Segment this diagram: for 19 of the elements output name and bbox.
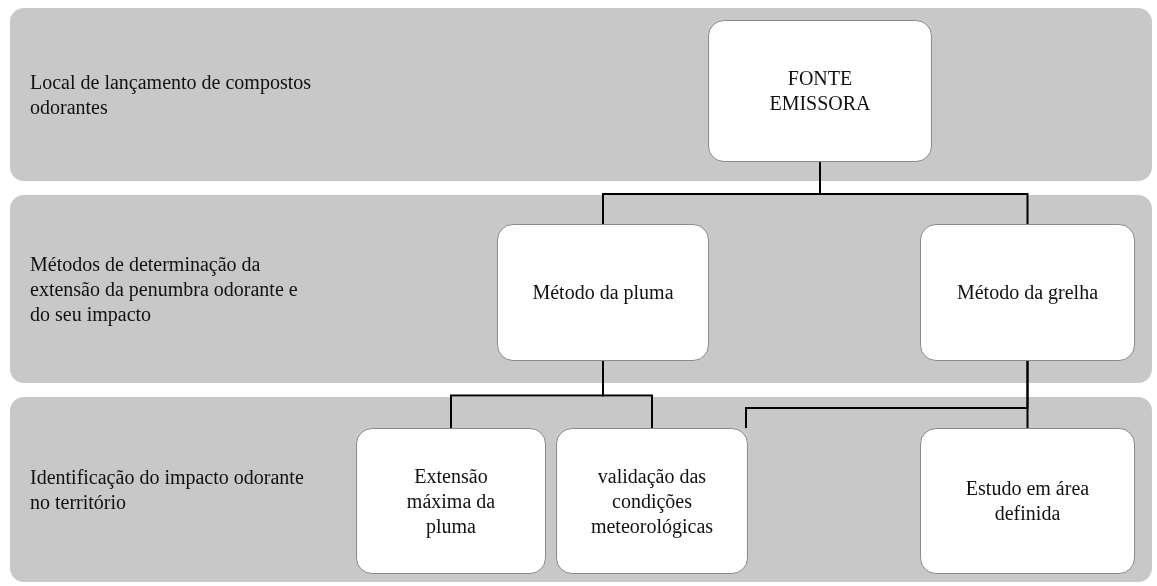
box-label: Método da grelha bbox=[956, 280, 1099, 305]
box-label: Estudo em área definida bbox=[964, 476, 1091, 526]
level-label: Métodos de determinação da extensão da penumbra odorante e do seu impacto bbox=[30, 251, 299, 327]
level-label: Local de lançamento de compostos odorantes bbox=[30, 69, 312, 120]
level-band bbox=[10, 195, 1152, 383]
connector-line bbox=[745, 360, 1029, 429]
process-box bbox=[920, 428, 1135, 574]
process-box bbox=[497, 224, 709, 361]
level-label: Identificação do impacto odorante no território bbox=[30, 464, 305, 515]
box-label: FONTE EMISSORA bbox=[768, 66, 872, 116]
process-box bbox=[556, 428, 748, 574]
process-box bbox=[356, 428, 546, 574]
box-label: Extensão máxima da pluma bbox=[405, 463, 497, 539]
box-label: validação das condições meteorológicas bbox=[590, 463, 714, 539]
box-label: Método da pluma bbox=[532, 280, 674, 305]
level-band bbox=[10, 397, 1152, 582]
process-box bbox=[920, 224, 1135, 361]
level-band bbox=[10, 8, 1152, 181]
process-box bbox=[708, 20, 932, 162]
